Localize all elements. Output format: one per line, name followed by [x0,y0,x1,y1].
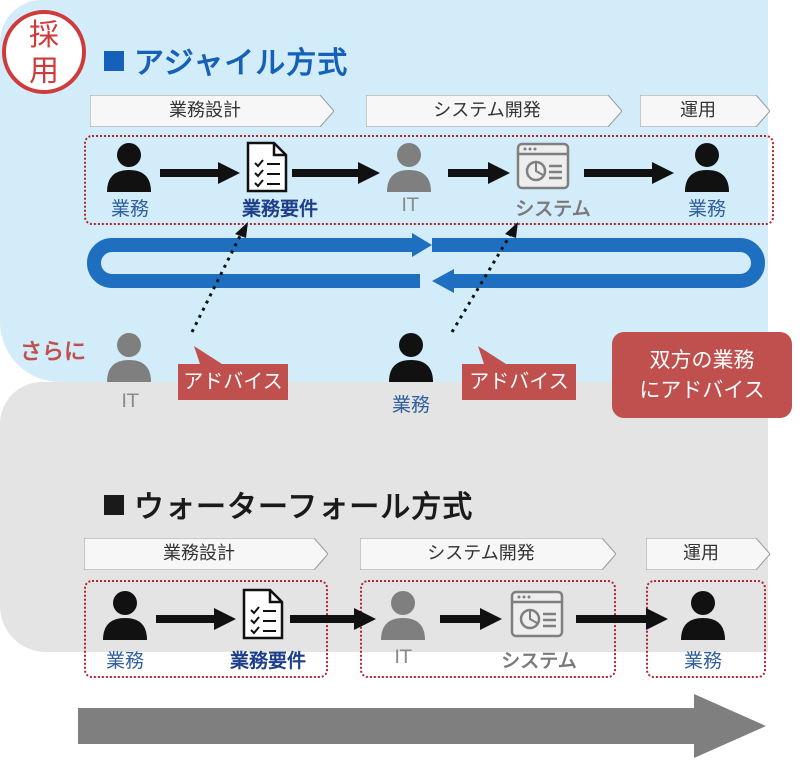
square-bullet-icon [104,51,124,71]
label-advisor-it: IT [121,390,139,412]
phase-operation: 運用 [640,95,770,127]
label-it: IT [394,646,412,668]
label-business-end: 業務 [687,198,726,220]
label-it: IT [401,194,419,216]
phase-system-development: システム開発 [360,538,616,570]
label-requirements: 業務要件 [229,650,306,672]
person-it-advisor-icon [107,333,151,382]
arrow-right-icon [576,608,668,630]
label-system: システム [515,198,591,220]
person-it-icon [381,591,425,640]
person-business-advisor-icon [389,333,433,382]
label-advisor-business: 業務 [391,394,430,416]
label-business: 業務 [105,650,144,672]
phase-business-design: 業務設計 [84,538,328,570]
person-business-icon [681,591,725,640]
adopted-stamp: 採用 [2,10,86,94]
arrow-right-icon [290,608,376,630]
person-it-icon [387,143,431,192]
label-business: 業務 [110,198,149,220]
arrow-right-icon [584,162,674,184]
label-system: システム [501,650,577,672]
further-label: さらに [20,340,87,365]
person-business-icon [107,143,151,192]
arrow-right-icon [440,608,502,630]
waterfall-title: ウォーターフォール方式 [104,482,473,526]
label-business-end: 業務 [683,650,722,672]
phase-system-development: システム開発 [366,95,622,127]
arrow-right-icon [156,608,236,630]
agile-title: アジャイル方式 [104,38,348,82]
document-checklist-icon [246,141,288,193]
arrow-right-icon [160,162,240,184]
person-business-icon [103,591,147,640]
waterfall-business-box [84,580,328,678]
advice-dotted-line [190,222,248,333]
arrow-right-icon [448,162,510,184]
speech-callout [178,346,288,400]
system-window-icon [516,142,570,190]
arrow-right-icon [292,162,380,184]
advice-dotted-line [450,222,518,333]
advice-callout-text: アドバイス [469,369,569,393]
document-checklist-icon [242,588,284,640]
speech-callout [462,346,576,400]
waterfall-development-box [360,580,616,678]
person-business-icon [685,143,729,192]
label-requirements: 業務要件 [241,198,318,220]
iteration-loop-arrow [87,233,765,293]
timeline-arrow [78,694,766,758]
square-bullet-icon [104,495,124,515]
phase-business-design: 業務設計 [90,95,334,127]
agile-flow-box [84,135,774,225]
advice-callout-text: アドバイス [183,369,283,393]
system-window-icon [510,590,564,638]
summary-box: 双方の業務 にアドバイス [612,332,792,418]
phase-operation: 運用 [646,538,770,570]
